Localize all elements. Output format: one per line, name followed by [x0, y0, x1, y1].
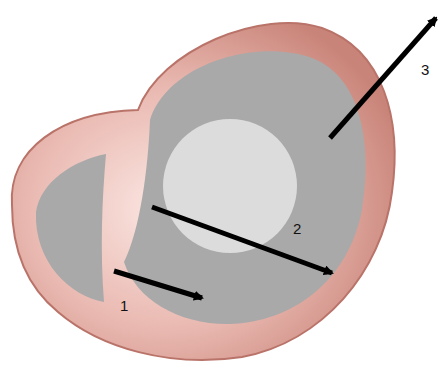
- arrow-1: [114, 271, 202, 298]
- arrow-2: [152, 207, 332, 273]
- arrow-3: [330, 18, 436, 138]
- callout-number: 3: [421, 62, 429, 77]
- callout-number: 2: [293, 221, 301, 236]
- callout-number: 1: [120, 298, 128, 313]
- inner-circle: [163, 119, 297, 253]
- left-chamber: [36, 154, 106, 302]
- heart-wall: [12, 23, 395, 360]
